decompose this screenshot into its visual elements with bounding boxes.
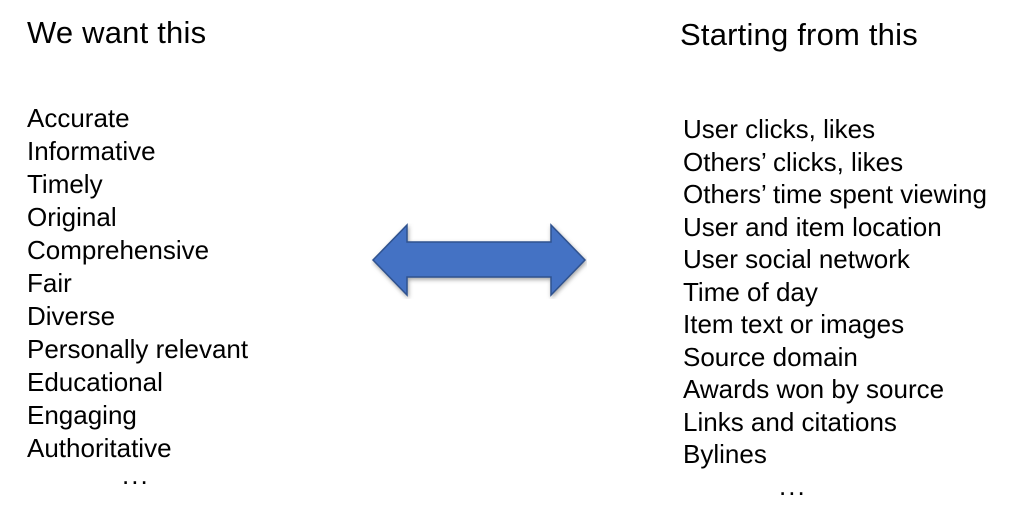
right-column-heading: Starting from this <box>680 17 918 52</box>
list-item: Source domain <box>683 341 858 372</box>
list-item: Diverse <box>27 301 116 331</box>
list-item: Fair <box>27 268 72 298</box>
list-item: Item text or images <box>683 309 905 339</box>
list-item: User social network <box>683 244 910 274</box>
right-column-ellipsis: ... <box>779 471 807 501</box>
list-item: Informative <box>27 136 156 166</box>
list-item: Timely <box>27 169 103 199</box>
double-headed-arrow-icon <box>371 223 587 297</box>
list-item: Others’ time spent viewing <box>683 179 987 209</box>
left-column-ellipsis: ... <box>122 460 150 490</box>
list-item: Educational <box>27 367 163 397</box>
list-item: User clicks, likes <box>683 114 876 144</box>
list-item: Time of day <box>683 276 818 307</box>
list-item: Original <box>27 202 117 232</box>
list-item: Bylines <box>683 439 767 469</box>
list-item: Accurate <box>27 103 130 133</box>
list-item: Awards won by source <box>683 374 945 404</box>
left-column-heading: We want this <box>27 15 207 50</box>
double-headed-arrow-shape <box>371 223 587 297</box>
list-item: User and item location <box>683 211 942 242</box>
list-item: Links and citations <box>683 406 897 437</box>
list-item: Personally relevant <box>27 334 249 364</box>
list-item: Authoritative <box>27 433 172 463</box>
list-item: Others’ clicks, likes <box>683 146 904 177</box>
list-item: Engaging <box>27 400 137 430</box>
list-item: Comprehensive <box>27 235 210 265</box>
